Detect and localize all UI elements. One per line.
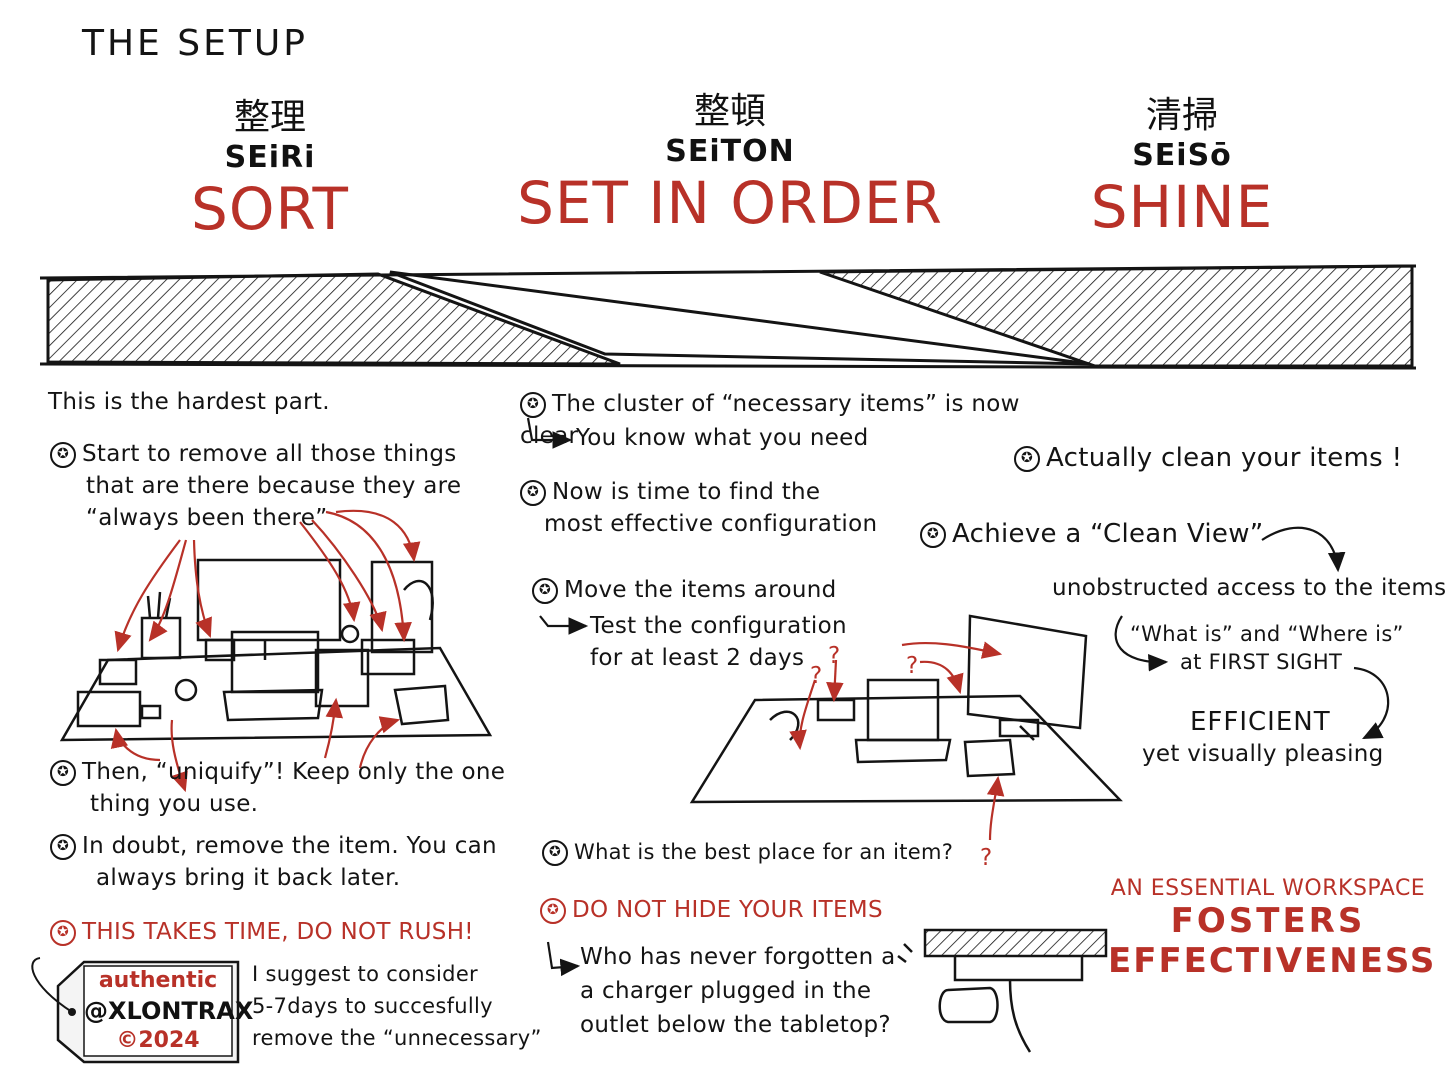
sort-english: SORT xyxy=(191,175,349,243)
column-shine-header: 清掃 SEiSō SHINE xyxy=(1082,86,1282,241)
closing-line-2: FOSTERS xyxy=(1170,901,1366,941)
order-english: SET IN ORDER xyxy=(517,169,943,237)
authentic-tag-shape xyxy=(31,957,240,1064)
shine-arrows xyxy=(1114,526,1390,739)
shine-whatis: “What is” and “Where is” xyxy=(1130,622,1404,646)
star-bullet-icon: ✪ xyxy=(532,577,558,604)
order-bullet-1: ✪The cluster of “necessary items” is now… xyxy=(520,391,1020,449)
curved-pointers xyxy=(526,417,589,977)
order-kanji: 整頓 xyxy=(693,91,766,132)
phase-bar-order xyxy=(389,270,1091,366)
order-bullet-3: ✪Move the items around xyxy=(532,574,912,606)
shine-english: SHINE xyxy=(1090,173,1274,241)
question-mark: ? xyxy=(828,643,841,669)
shine-efficient: EFFICIENT xyxy=(1190,707,1331,737)
shine-firstsight: at FIRST SIGHT xyxy=(1180,650,1343,674)
star-bullet-icon: ✪ xyxy=(520,391,546,418)
sort-romaji: SEiRi xyxy=(224,140,316,175)
question-mark: ? xyxy=(906,653,919,679)
column-sort-header: 整理 SEiRi SORT xyxy=(170,88,370,243)
sort-bullet-1: ✪Start to remove all those things that a… xyxy=(50,438,490,534)
sort-bullet-4: ✪THIS TAKES TIME, DO NOT RUSH! xyxy=(50,916,510,948)
closing-line-1: AN ESSENTIAL WORKSPACE xyxy=(1110,876,1426,901)
phase-bar xyxy=(39,264,1417,370)
closing-statement: AN ESSENTIAL WORKSPACE FOSTERS EFFECTIVE… xyxy=(1108,876,1437,981)
tag-year: ©2024 xyxy=(116,1028,200,1053)
shine-romaji: SEiSō xyxy=(1132,138,1232,173)
tag-handle: @XLONTRAX xyxy=(84,997,254,1025)
star-bullet-icon: ✪ xyxy=(920,521,946,548)
order-romaji: SEiTON xyxy=(665,134,795,169)
star-bullet-icon: ✪ xyxy=(520,479,546,506)
organized-desk-sketch xyxy=(689,614,1123,804)
sort-kanji: 整理 xyxy=(233,97,306,138)
messy-desk-sketch xyxy=(59,558,493,742)
order-bullet-3-sub: Test the configuration for at least 2 da… xyxy=(590,613,847,671)
order-bullet-2: ✪Now is time to find the most effective … xyxy=(520,476,920,540)
authentic-tag: authentic @XLONTRAX ©2024 xyxy=(84,966,254,1056)
question-mark: ? xyxy=(810,663,823,689)
shine-bullet-1: ✪Actually clean your items ! xyxy=(1014,442,1444,474)
sort-arrows xyxy=(110,509,421,793)
tag-authentic: authentic xyxy=(98,968,218,993)
order-bullet-5: ✪DO NOT HIDE YOUR ITEMS xyxy=(540,894,940,926)
star-bullet-icon: ✪ xyxy=(50,441,76,468)
shine-pleasing: yet visually pleasing xyxy=(1142,741,1384,767)
sort-intro: This is the hardest part. xyxy=(48,389,330,415)
order-bullet-4: ✪What is the best place for an item? xyxy=(542,836,962,868)
sort-bullet-3: ✪In doubt, remove the item. You can alwa… xyxy=(50,830,510,894)
shine-bullet-2: ✪Achieve a “Clean View” xyxy=(920,518,1320,550)
page-title: THE SETUP xyxy=(82,23,308,64)
question-mark: ? xyxy=(980,845,993,871)
order-bullet-5-sub: Who has never forgotten a a charger plug… xyxy=(580,944,896,1038)
column-order-header: 整頓 SEiTON SET IN ORDER xyxy=(490,82,970,237)
shine-unobstructed: unobstructed access to the items xyxy=(1052,575,1447,601)
order-bullet-1-sub: You know what you need xyxy=(576,425,869,451)
star-bullet-icon: ✪ xyxy=(540,897,566,924)
under-table-sketch xyxy=(897,928,1108,1053)
star-bullet-icon: ✪ xyxy=(542,840,568,866)
sort-suggestion: I suggest to consider 5-7days to succesf… xyxy=(252,962,542,1050)
shine-kanji: 清掃 xyxy=(1145,95,1218,136)
star-bullet-icon: ✪ xyxy=(1014,445,1040,472)
star-bullet-icon: ✪ xyxy=(50,919,76,946)
star-bullet-icon: ✪ xyxy=(50,759,76,786)
closing-line-3: EFFECTIVENESS xyxy=(1108,941,1437,981)
sort-bullet-2: ✪Then, “uniquify”! Keep only the one thi… xyxy=(50,756,510,820)
order-arrows xyxy=(789,641,1005,841)
star-bullet-icon: ✪ xyxy=(50,833,76,860)
